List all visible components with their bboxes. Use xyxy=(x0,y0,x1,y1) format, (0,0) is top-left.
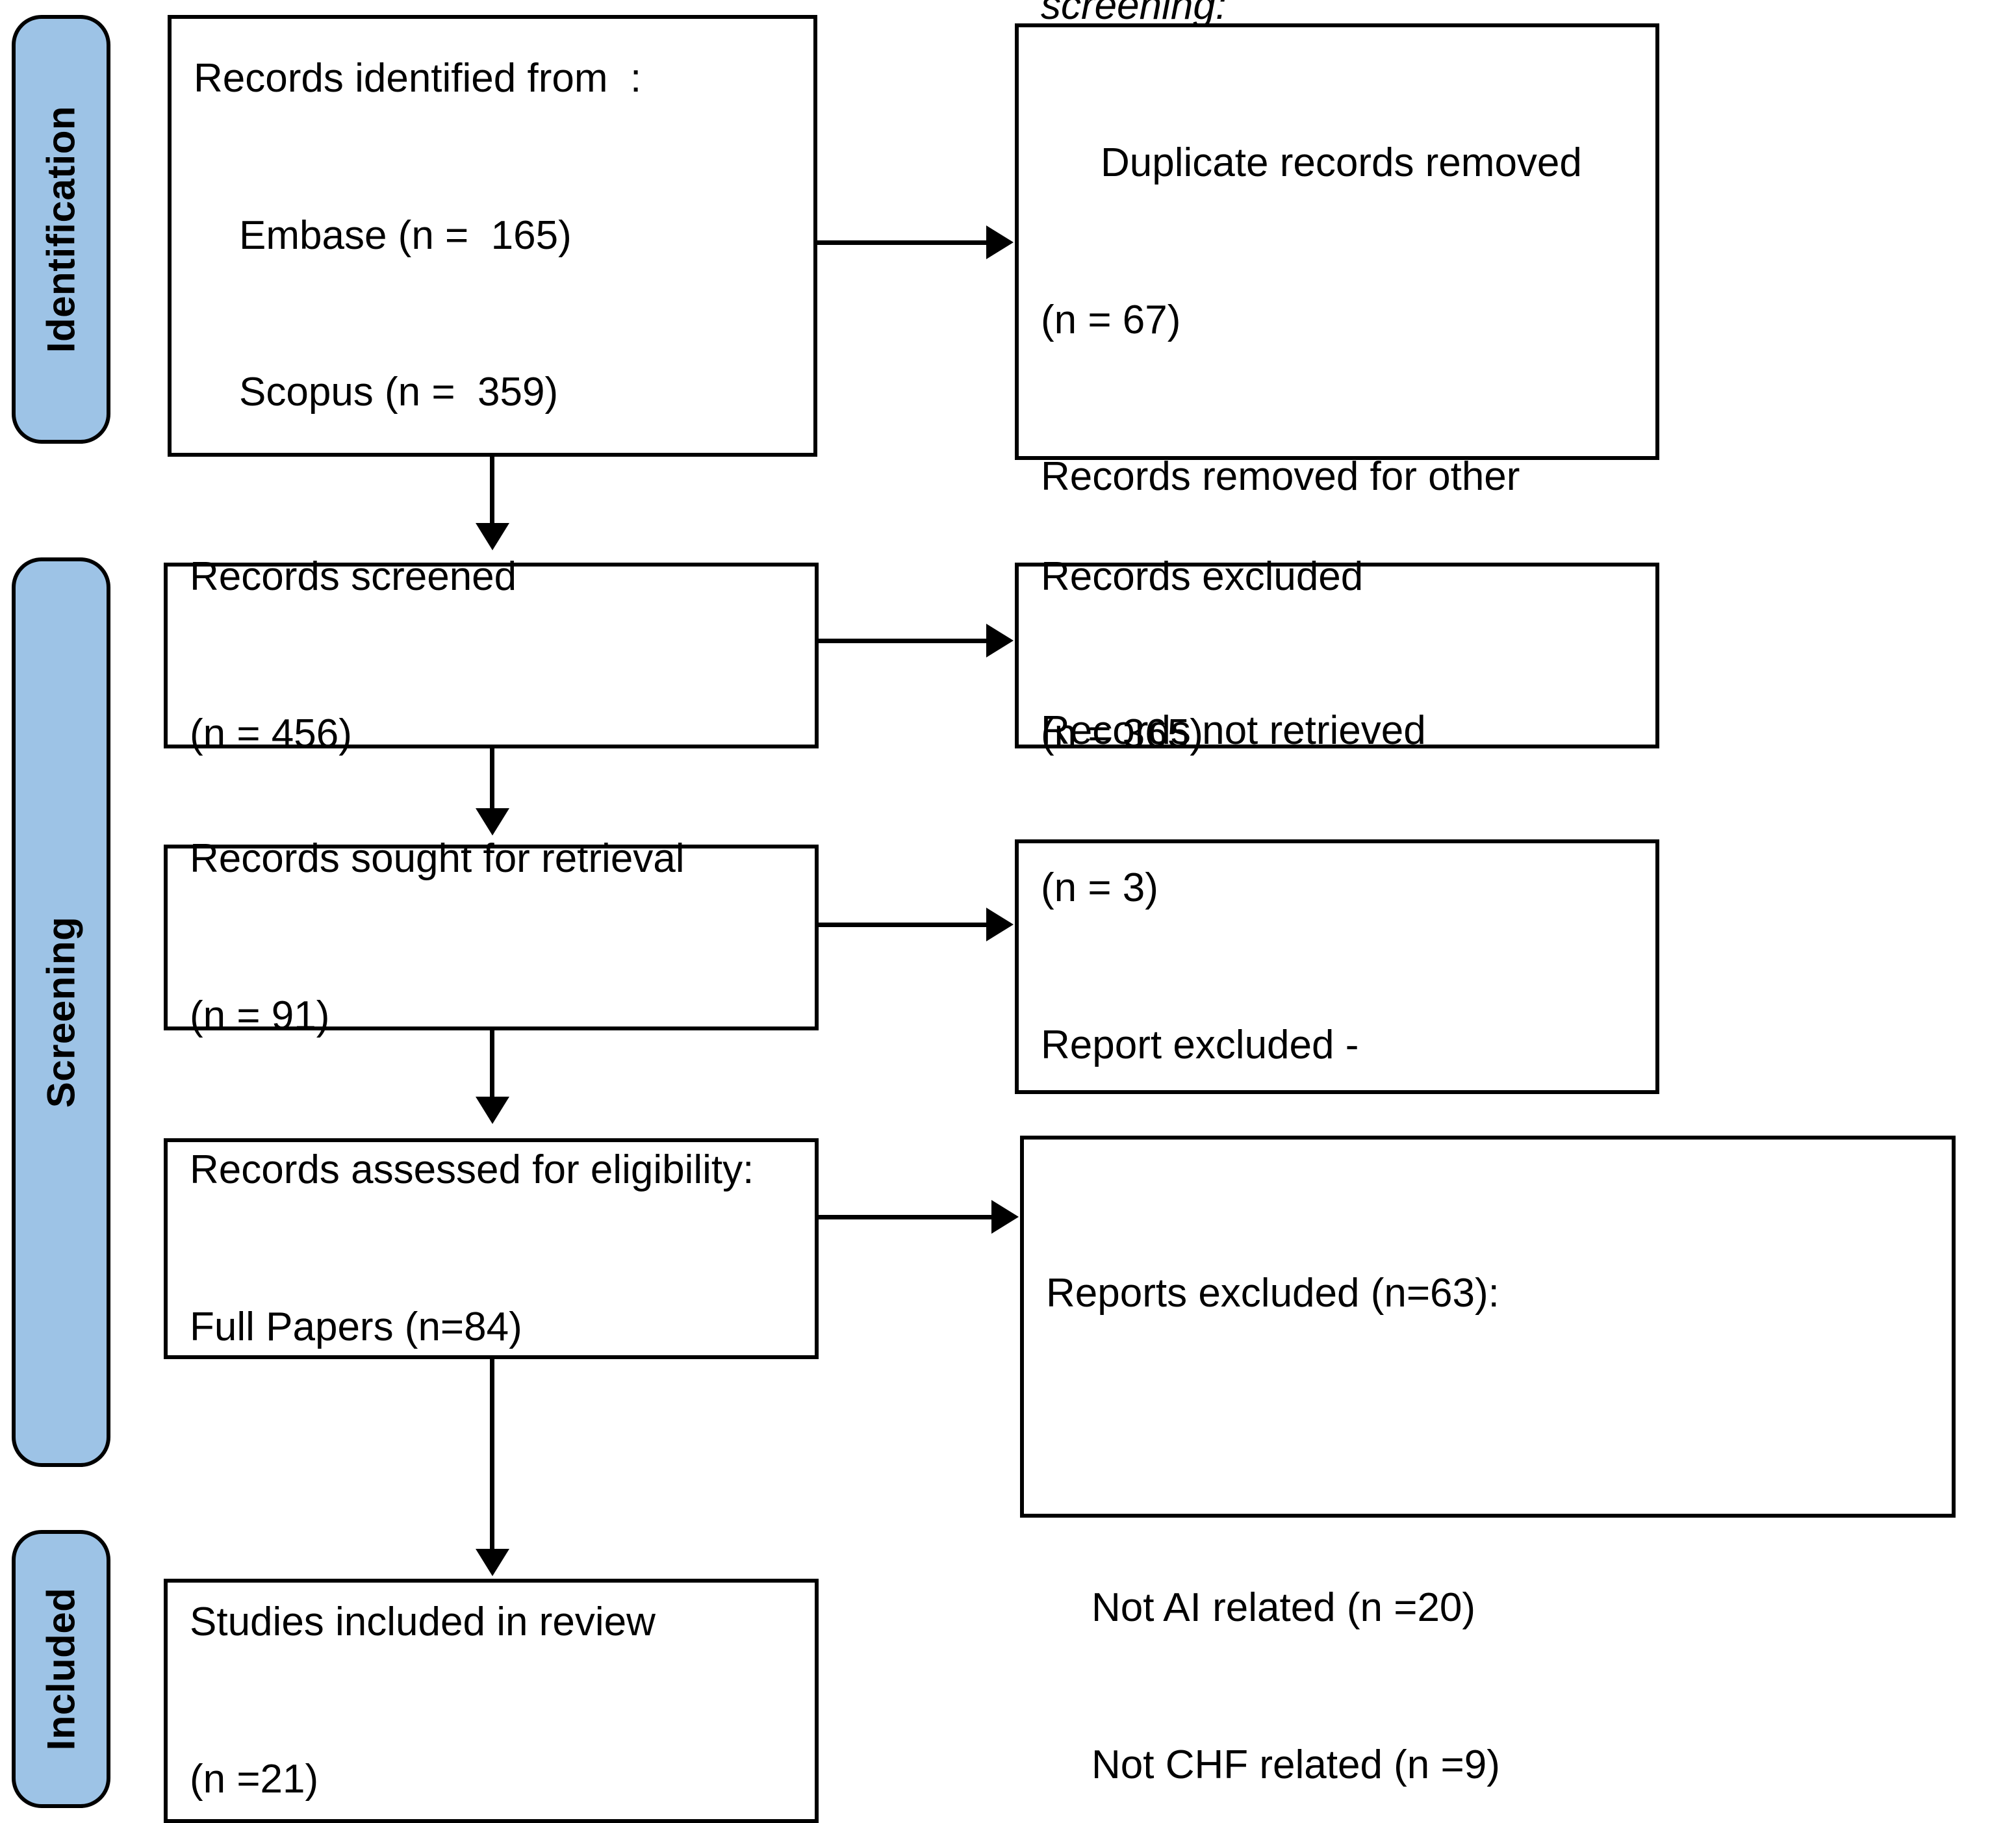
line-records-not-retrieved-count: (n = 3) xyxy=(1041,865,1158,910)
connector-screened-to-excluded xyxy=(817,639,988,643)
heading-italic-wrap: screening: xyxy=(1041,0,1227,29)
box-records-assessed-for-eligibility: Records assessed for eligibility: Full P… xyxy=(164,1138,819,1359)
box-records-screened: Records screened (n = 456) xyxy=(164,554,819,756)
line-studies-included-count: (n =21) xyxy=(190,1756,319,1802)
box-records-removed-before-screening: Records removed before screening: Duplic… xyxy=(1015,0,1659,656)
line-records-not-retrieved: Records not retrieved xyxy=(1041,708,1426,754)
stage-pill-identification: Identification xyxy=(12,15,110,444)
connector-sought-to-not-retrieved xyxy=(817,923,988,927)
line-embase-count: Embase (n = 165) xyxy=(239,212,572,258)
line-records-screened: Records screened xyxy=(190,554,517,599)
box-reports-excluded-text: Reports excluded (n=63): Not AI related … xyxy=(1024,1140,1952,1823)
line-records-excluded-count: (n = 365) xyxy=(1041,711,1203,756)
box-records-not-retrieved: Records not retrieved (n = 3) Report exc… xyxy=(1015,708,1659,1224)
box-records-screened-text: Records screened (n = 456) xyxy=(168,446,815,865)
line-duplicate-count: (n = 67) xyxy=(1041,297,1181,342)
connector-assessed-to-included xyxy=(490,1359,494,1554)
line-records-removed-heading-cont: screening: xyxy=(1041,0,1633,32)
line-records-identified-from: Records identified from : xyxy=(194,55,642,101)
connector-screened-to-sought xyxy=(490,748,494,813)
line-full-papers-count: Full Papers (n=84) xyxy=(190,1304,522,1349)
line-reports-excluded-heading: Reports excluded (n=63): xyxy=(1046,1271,1499,1316)
line-duplicate-records-removed: Duplicate records removed xyxy=(1101,140,1582,185)
line-records-sought-count: (n = 91) xyxy=(190,993,330,1038)
line-records-screened-count: (n = 456) xyxy=(190,711,352,756)
box-studies-included-in-review: Studies included in review (n =21) xyxy=(164,1579,819,1823)
stage-label-identification: Identification xyxy=(39,105,83,353)
arrowhead-identified-to-removed xyxy=(986,225,1014,259)
box-records-excluded: Records excluded (n = 365) xyxy=(1015,554,1659,756)
arrowhead-sought-to-assessed xyxy=(476,1097,509,1124)
box-records-assessed-text: Records assessed for eligibility: Full P… xyxy=(168,1039,815,1459)
stage-label-screening: Screening xyxy=(39,916,83,1108)
arrowhead-screened-to-excluded xyxy=(986,624,1014,657)
line-reason-not-chf-related: Not CHF related (n =9) xyxy=(1091,1742,1500,1787)
line-report-excluded: Report excluded - xyxy=(1041,1022,1359,1067)
box-records-excluded-text: Records excluded (n = 365) xyxy=(1019,446,1655,865)
line-records-assessed: Records assessed for eligibility: xyxy=(190,1147,754,1192)
stage-label-included: Included xyxy=(39,1587,83,1751)
arrowhead-sought-to-not-retrieved xyxy=(986,908,1014,941)
connector-identified-to-screened xyxy=(490,457,494,528)
arrowhead-identified-to-screened xyxy=(476,523,509,550)
line-reason-not-ai-related: Not AI related (n =20) xyxy=(1091,1585,1476,1630)
spacer-line xyxy=(1046,1425,1930,1477)
box-records-sought-for-retrieval: Records sought for retrieval (n = 91) xyxy=(164,836,819,1038)
line-records-excluded: Records excluded xyxy=(1041,554,1364,599)
arrowhead-assessed-to-reports-excluded xyxy=(991,1200,1019,1234)
connector-identified-to-removed xyxy=(817,240,988,245)
box-records-identified-text: Records identified from : Embase (n = 16… xyxy=(172,0,813,524)
stage-pill-screening: Screening xyxy=(12,557,110,1467)
line-removed-other-reasons: Records removed for other xyxy=(1041,454,1520,500)
line-records-sought: Records sought for retrieval xyxy=(190,835,685,881)
connector-assessed-to-reports-excluded xyxy=(817,1215,993,1219)
box-records-sought-text: Records sought for retrieval (n = 91) xyxy=(168,728,815,1147)
arrowhead-assessed-to-included xyxy=(476,1549,509,1576)
line-studies-included: Studies included in review xyxy=(190,1599,656,1644)
box-reports-excluded: Reports excluded (n=63): Not AI related … xyxy=(1020,1136,1956,1787)
connector-sought-to-assessed xyxy=(490,1030,494,1102)
arrowhead-screened-to-sought xyxy=(476,808,509,835)
box-studies-included-text: Studies included in review (n =21) xyxy=(168,1492,815,1823)
line-scopus-count: Scopus (n = 359) xyxy=(239,370,559,415)
stage-pill-included: Included xyxy=(12,1530,110,1808)
box-records-identified: Records identified from : Embase (n = 16… xyxy=(168,15,817,457)
